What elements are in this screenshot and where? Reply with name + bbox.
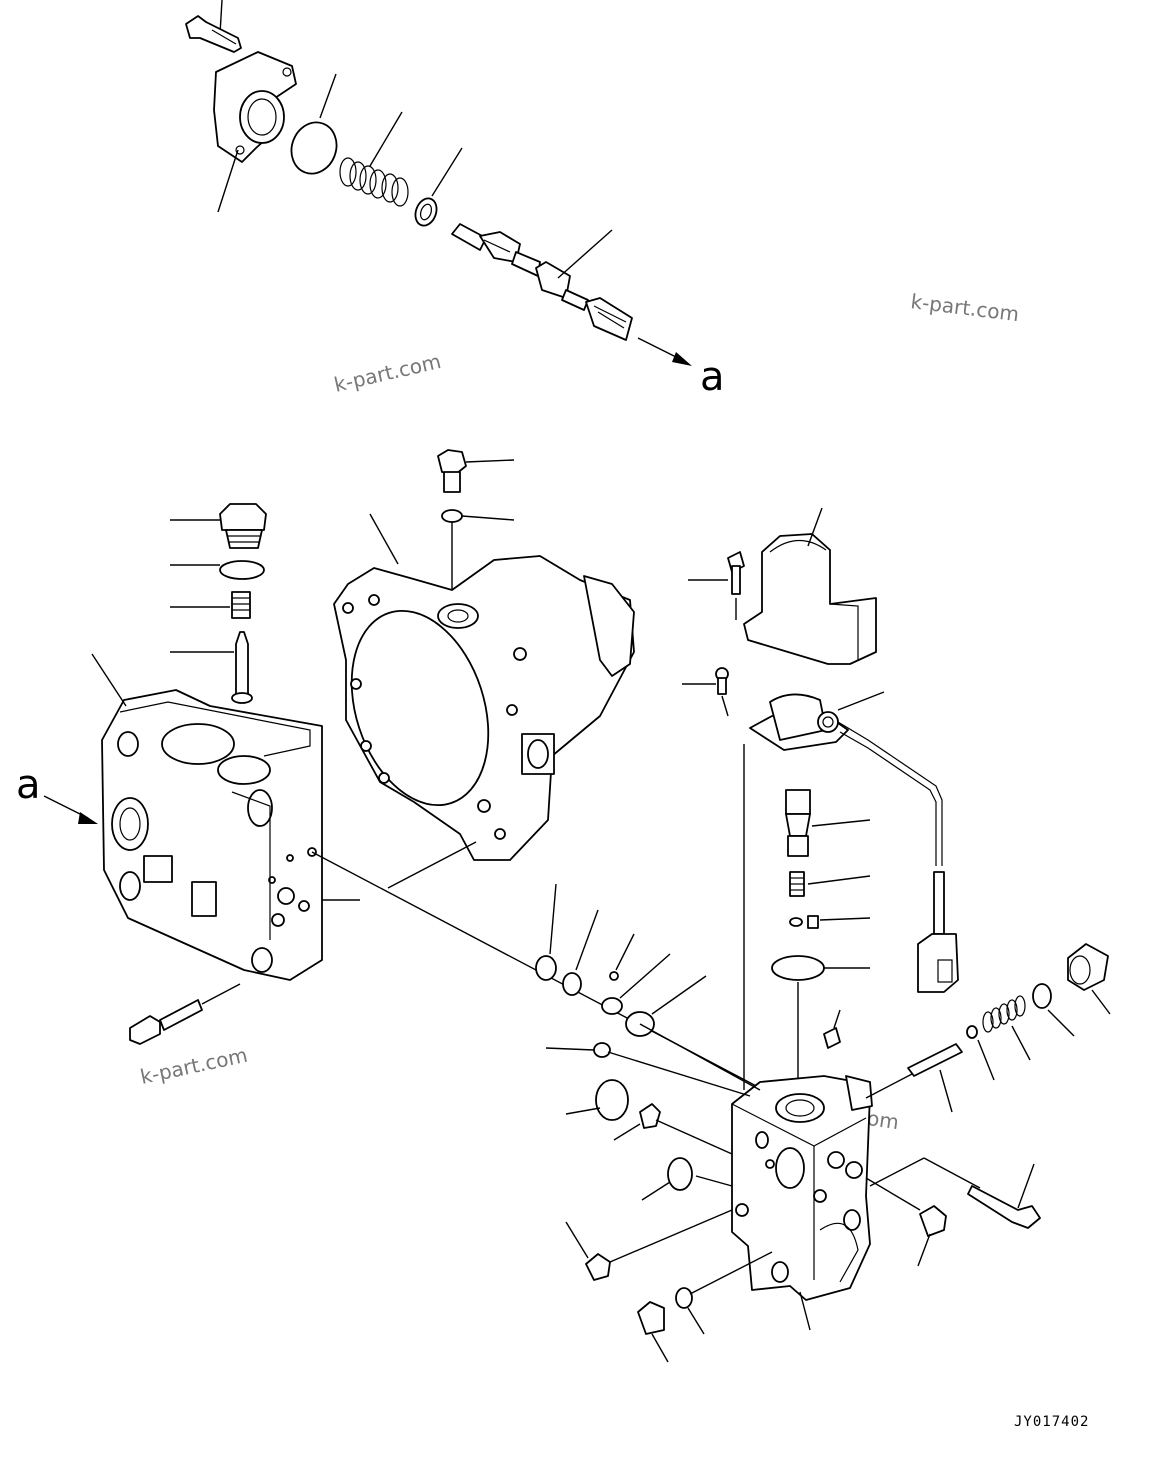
- pin-right: [789, 915, 871, 929]
- spring-right: [789, 871, 871, 897]
- solenoid-cover: [743, 507, 877, 665]
- poppet-left: [170, 631, 253, 704]
- solenoid: [743, 691, 959, 1090]
- valve-body-right: [607, 1023, 981, 1331]
- callout-letter-a-top: a: [700, 354, 725, 400]
- watermark-1: k-part.com: [909, 289, 1020, 326]
- poppet-right: [785, 789, 871, 857]
- plug-left: [170, 503, 267, 549]
- spring-top: [339, 111, 409, 207]
- watermark-2: k-part.com: [332, 349, 443, 397]
- spring-far-right: [982, 995, 1031, 1061]
- bolt-left-bottom: [129, 983, 241, 1045]
- washer-top: [414, 147, 463, 227]
- bolt-right-1: [688, 551, 745, 620]
- top-assembly: a: [185, 0, 725, 400]
- o-ring-top: [290, 73, 338, 175]
- pump-housing: [333, 449, 635, 889]
- right-side-parts: [907, 943, 1111, 1267]
- drawing-code: JY017402: [1014, 1414, 1089, 1430]
- cover-flange: [213, 51, 297, 213]
- screw-right: [682, 667, 729, 717]
- valve-block-left: [91, 653, 323, 981]
- watermark-3: k-part.com: [138, 1043, 250, 1089]
- bolt-housing-top: [437, 449, 515, 493]
- spring-left: [170, 591, 251, 619]
- right-assembly: [535, 507, 1111, 1363]
- o-ring-housing: [441, 509, 515, 600]
- callout-letter-a-left: a: [16, 762, 41, 808]
- spool-top: a: [451, 223, 725, 400]
- bolt-top: [185, 0, 242, 53]
- small-parts: [535, 883, 841, 1363]
- o-ring-left: [170, 560, 265, 580]
- o-ring-right: [771, 955, 870, 1080]
- left-assembly: a: [16, 503, 360, 1045]
